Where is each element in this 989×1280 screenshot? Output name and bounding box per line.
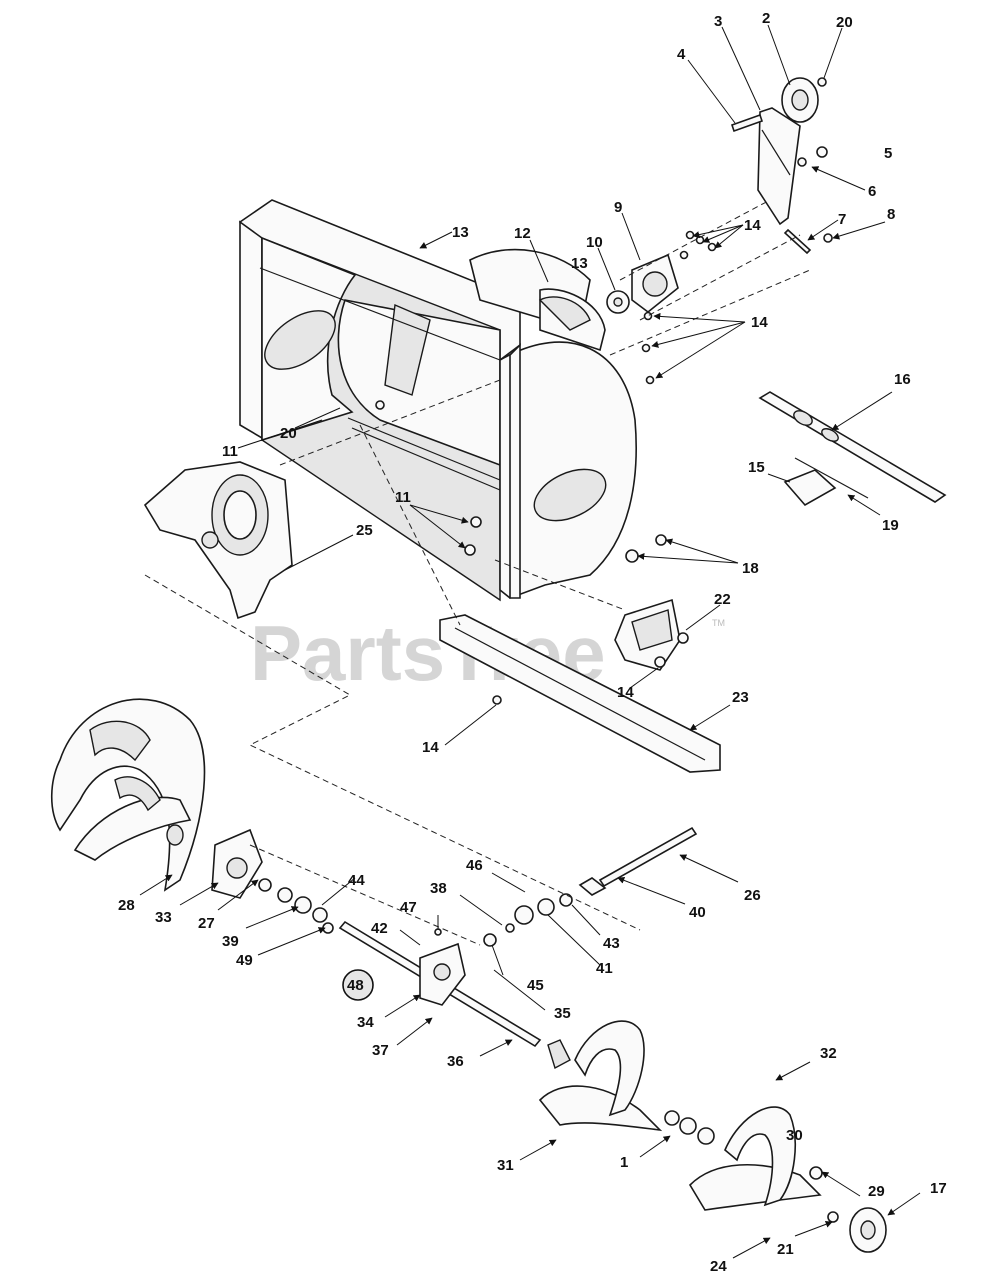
callout-5: 5 xyxy=(884,145,892,162)
callout-39: 39 xyxy=(222,933,239,950)
new-part-circle xyxy=(342,969,374,1001)
callout-43: 43 xyxy=(603,935,620,952)
callout-21: 21 xyxy=(777,1241,794,1258)
callout-19: 19 xyxy=(882,517,899,534)
callout-24: 24 xyxy=(710,1258,727,1275)
impeller-shaft xyxy=(758,391,947,507)
callout-26: 26 xyxy=(744,887,761,904)
callout-17: 17 xyxy=(930,1180,947,1197)
callout-49: 49 xyxy=(236,952,253,969)
callout-41: 41 xyxy=(596,960,613,977)
callout-20: 20 xyxy=(836,14,853,31)
gearbox xyxy=(211,826,698,1048)
callout-12: 12 xyxy=(514,225,531,242)
callout-14-top: 14 xyxy=(744,217,761,234)
shave-plate xyxy=(439,614,721,773)
callout-15: 15 xyxy=(748,459,765,476)
callout-13-top: 13 xyxy=(452,224,469,241)
leader-lines xyxy=(139,24,921,1259)
callout-29: 29 xyxy=(868,1183,885,1200)
callout-35: 35 xyxy=(554,1005,571,1022)
callout-36: 36 xyxy=(447,1053,464,1070)
callout-40: 40 xyxy=(689,904,706,921)
callout-38: 38 xyxy=(430,880,447,897)
callout-32: 32 xyxy=(820,1045,837,1062)
callout-34: 34 xyxy=(357,1014,374,1031)
callout-20-left: 20 xyxy=(280,425,297,442)
callout-7: 7 xyxy=(838,211,846,228)
callout-3: 3 xyxy=(714,13,722,30)
callout-9: 9 xyxy=(614,199,622,216)
left-auger xyxy=(50,698,206,892)
side-plate xyxy=(143,461,293,620)
callout-14-mid: 14 xyxy=(751,314,768,331)
callout-10: 10 xyxy=(586,234,603,251)
callout-37: 37 xyxy=(372,1042,389,1059)
callout-1: 1 xyxy=(620,1154,628,1171)
idler-pulley-assembly xyxy=(730,77,833,255)
callout-27: 27 xyxy=(198,915,215,932)
callout-33: 33 xyxy=(155,909,172,926)
callout-13: 13 xyxy=(571,255,588,272)
callout-23: 23 xyxy=(732,689,749,706)
callout-48: 48 xyxy=(347,977,364,994)
callout-labels: 3 2 20 4 5 6 7 8 9 10 12 13 13 14 14 16 … xyxy=(118,10,947,1275)
housing-hardware xyxy=(375,400,667,563)
callout-45: 45 xyxy=(527,977,544,994)
callout-44: 44 xyxy=(348,872,365,889)
callout-14-skid: 14 xyxy=(617,684,634,701)
callout-42: 42 xyxy=(371,920,388,937)
callout-11: 11 xyxy=(395,489,411,506)
callout-18: 18 xyxy=(742,560,759,577)
callout-14-low: 14 xyxy=(422,739,439,756)
callout-31: 31 xyxy=(497,1157,514,1174)
right-auger-inner xyxy=(538,1020,715,1145)
callout-4: 4 xyxy=(677,46,686,63)
auger-housing xyxy=(239,199,637,602)
watermark-tm: TM xyxy=(712,618,725,628)
callout-30: 30 xyxy=(786,1127,803,1144)
callout-46: 46 xyxy=(466,857,483,874)
callout-8: 8 xyxy=(887,206,895,223)
skid-shoe xyxy=(614,598,689,671)
callout-28: 28 xyxy=(118,897,135,914)
callout-47: 47 xyxy=(400,899,417,916)
assembly-lines xyxy=(144,199,811,946)
callout-2: 2 xyxy=(762,10,770,27)
right-auger-outer xyxy=(688,1106,887,1253)
callout-6: 6 xyxy=(868,183,876,200)
callout-11-left: 11 xyxy=(222,443,238,460)
bearing-flange-assembly xyxy=(538,230,717,385)
callout-22: 22 xyxy=(714,591,731,608)
callout-16: 16 xyxy=(894,371,911,388)
callout-25: 25 xyxy=(356,522,373,539)
